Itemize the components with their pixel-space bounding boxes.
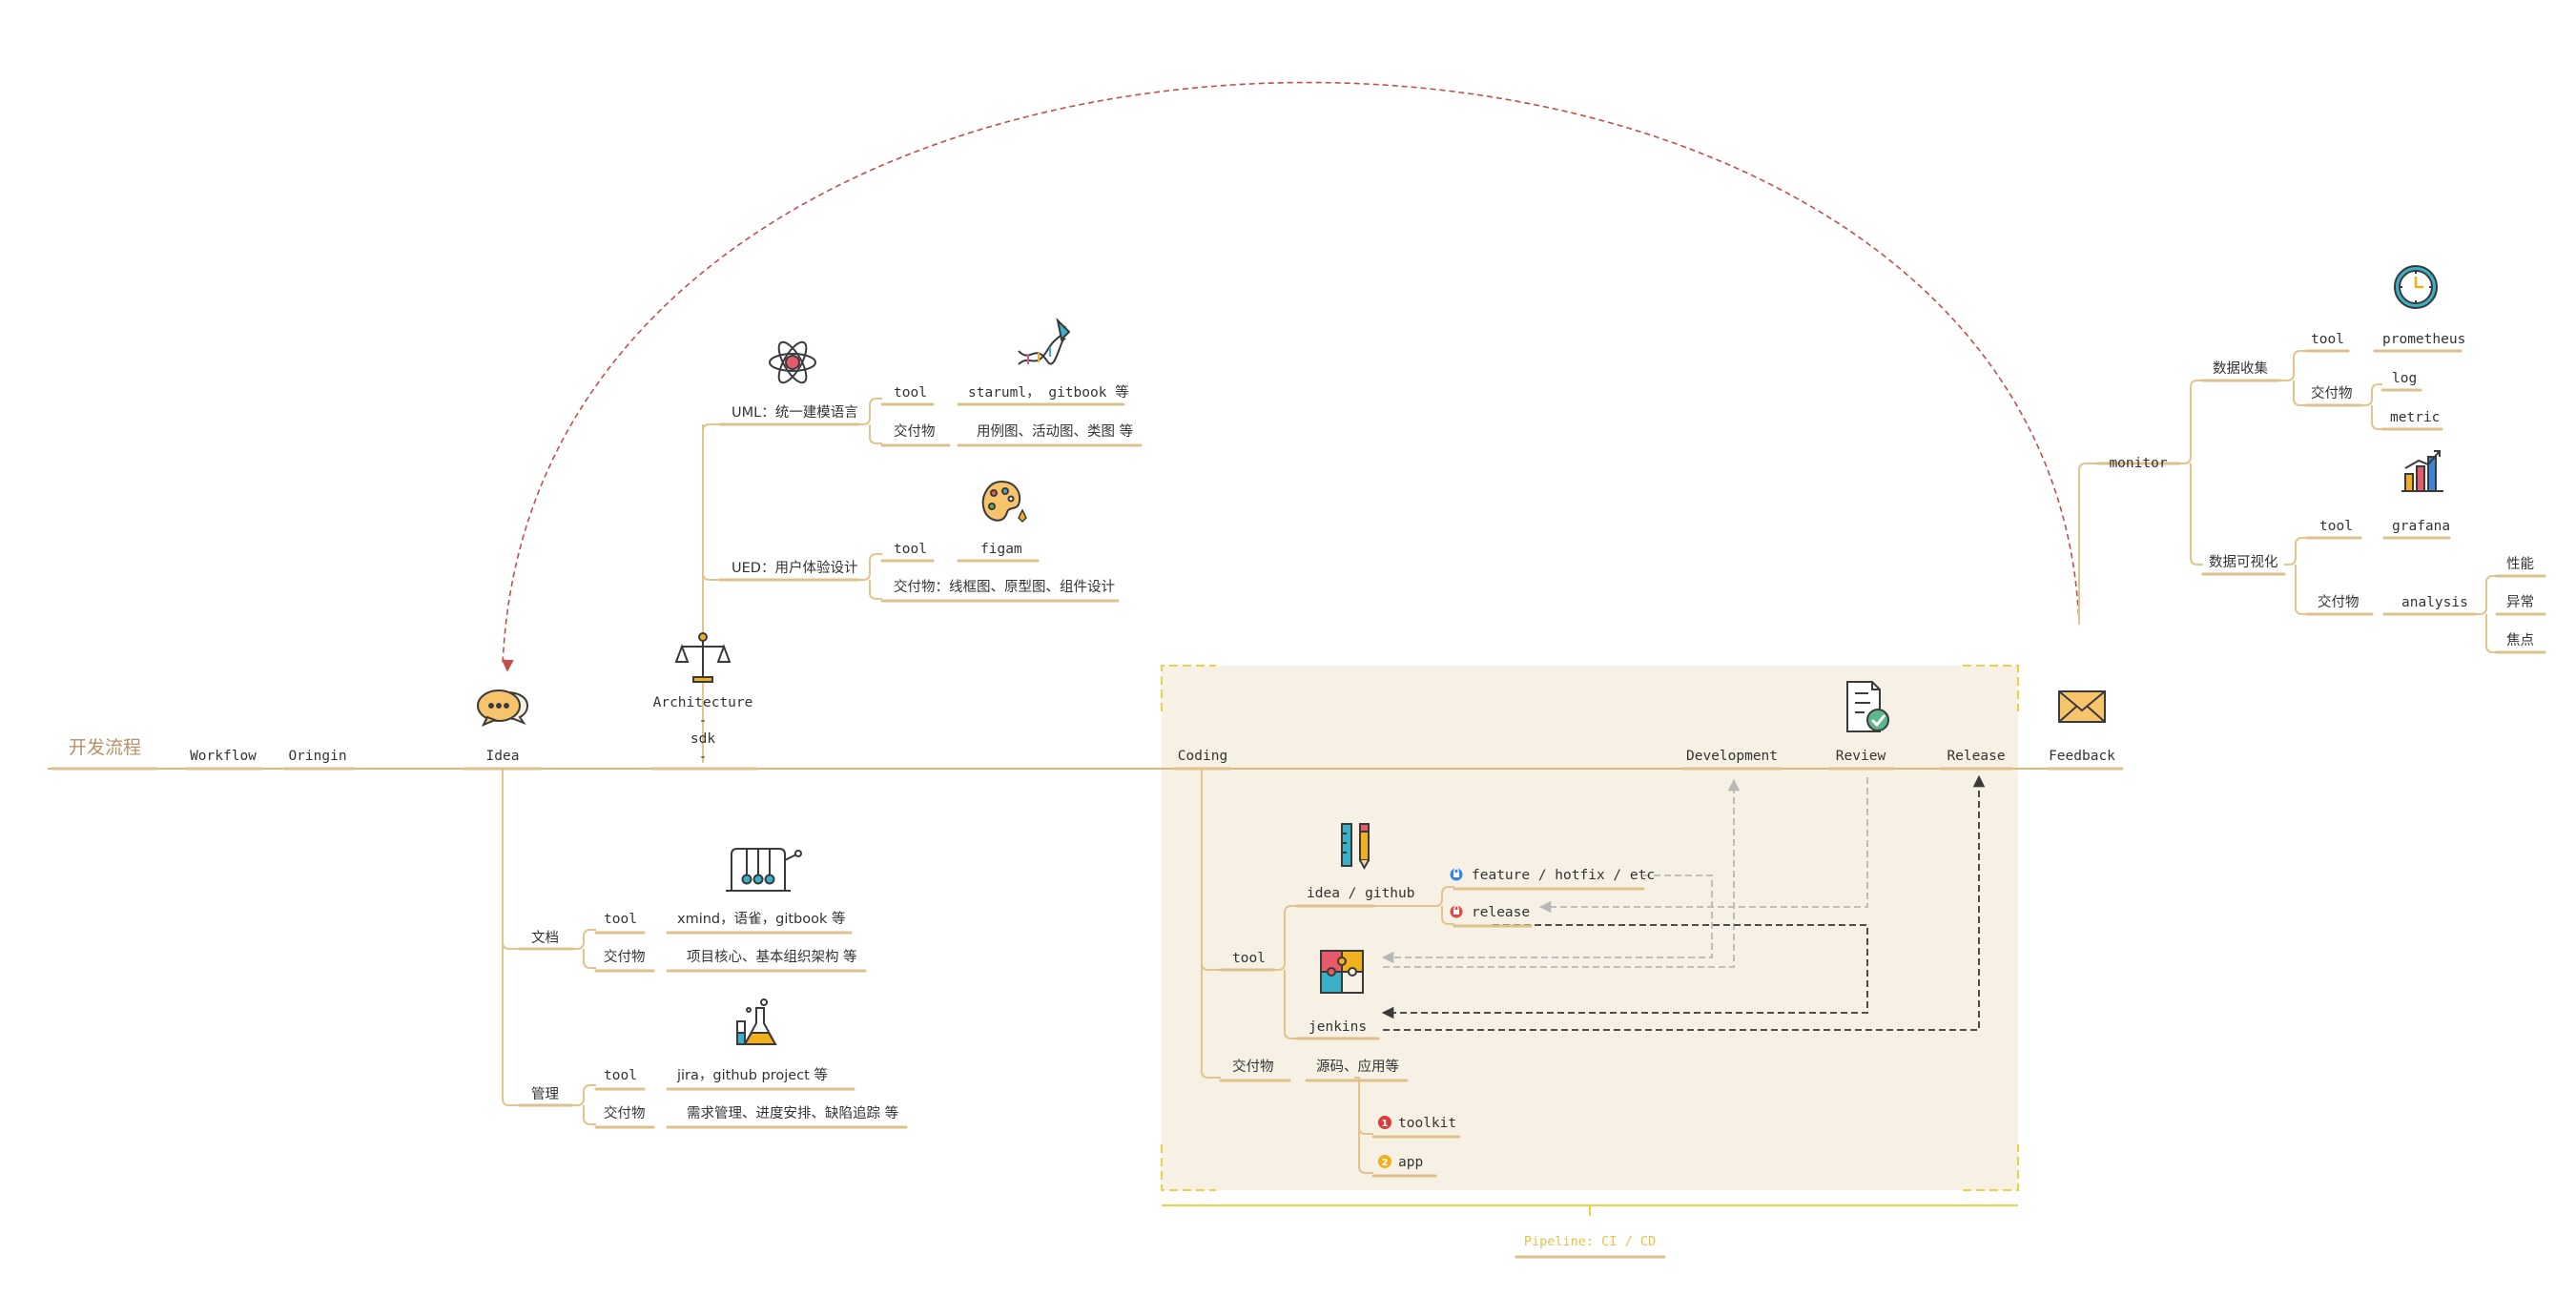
collect-tool-value: prometheus (2382, 332, 2465, 347)
scales-icon (674, 632, 732, 683)
data-collect-label: 数据收集 (2213, 360, 2268, 377)
puzzle-icon (1320, 950, 1364, 994)
uml-tool-value: staruml， gitbook 等 (968, 383, 1129, 401)
deliverable-item-1-badge: 1 (1378, 1116, 1391, 1129)
node-architecture-sdk: sdk (690, 731, 715, 747)
deliverable-item-2-label: app (1398, 1155, 1423, 1170)
analysis-node: analysis (2401, 595, 2468, 610)
ued-deliverable: 交付物：线框图、原型图、组件设计 (894, 578, 1115, 595)
monitor-node: monitor (2109, 456, 2167, 471)
collect-output-log: log (2392, 371, 2417, 386)
uml-deliverable-label: 交付物 (894, 422, 936, 440)
node-feedback: Feedback (2049, 749, 2115, 764)
pipeline-box (1162, 666, 2018, 1190)
uml-deliverable-value: 用例图、活动图、类图 等 (977, 422, 1133, 440)
deliverable-item-1-label: toolkit (1398, 1116, 1456, 1131)
ued-tool-label: tool (894, 542, 927, 557)
clock-icon (2394, 265, 2438, 309)
newtons-cradle-icon (726, 848, 802, 892)
analysis-focus: 焦点 (2506, 632, 2534, 648)
visual-tool-value: grafana (2392, 519, 2450, 534)
dna-icon (1018, 317, 1071, 365)
node-review: Review (1836, 749, 1886, 764)
node-development: Development (1686, 749, 1778, 764)
chat-bubbles-icon (477, 689, 529, 727)
release-branch-badge (1450, 905, 1463, 918)
coding-deliverable-value: 源码、应用等 (1316, 1058, 1399, 1075)
deliverable-item-1-number: 1 (1382, 1119, 1389, 1129)
ued-tool-value: figam (980, 542, 1022, 557)
palette-icon (981, 480, 1027, 524)
management-tool-value: jira，github project 等 (676, 1066, 828, 1083)
visual-deliverable-label: 交付物 (2318, 593, 2360, 610)
node-architecture: Architecture (653, 695, 753, 710)
ued-label: UED：用户体验设计 (732, 560, 857, 576)
uml-label: UML：统一建模语言 (732, 404, 858, 421)
deliverable-item-2-badge: 2 (1378, 1155, 1391, 1168)
docs-deliverable-label: 交付物 (604, 948, 646, 965)
node-release: Release (1947, 749, 2005, 764)
envelope-icon (2058, 690, 2106, 723)
uml-tool-label: tool (894, 385, 927, 401)
checklist-icon (1846, 681, 1889, 732)
pipeline-label: Pipeline: CI / CD (1524, 1234, 1656, 1249)
lab-flask-icon (736, 998, 777, 1045)
management-deliverable-value: 需求管理、进度安排、缺陷追踪 等 (687, 1104, 898, 1121)
ruler-pencil-icon (1341, 823, 1370, 871)
collect-deliverable-label: 交付物 (2311, 384, 2353, 401)
node-origin: Oringin (288, 749, 346, 764)
management-tool-label: tool (604, 1068, 637, 1083)
branch-release: release (1472, 905, 1530, 920)
node-coding: Coding (1178, 749, 1227, 764)
pipeline-bracket (1162, 1204, 2018, 1216)
collect-tool-label: tool (2311, 332, 2344, 347)
deliverable-item-2-number: 2 (1382, 1158, 1389, 1168)
label-underlines (51, 349, 2546, 1259)
node-architecture-dash-2: - (699, 750, 708, 765)
management-deliverable-label: 交付物 (604, 1104, 646, 1121)
node-workflow: Workflow (190, 749, 257, 764)
jenkins-node: jenkins (1309, 1019, 1367, 1035)
management-label: 管理 (531, 1086, 559, 1102)
pipeline-box-corners (1161, 665, 2019, 1191)
atom-icon (769, 340, 816, 384)
collect-output-metric: metric (2390, 410, 2440, 425)
branch-feature: feature / hotfix / etc (1472, 868, 1655, 883)
data-visual-label: 数据可视化 (2209, 554, 2278, 570)
pipeline-flow-arrows (1381, 774, 1986, 1031)
feedback-loop-arrow (501, 81, 2080, 672)
docs-label: 文档 (531, 930, 559, 946)
idea-github-node: idea / github (1307, 886, 1415, 901)
node-idea: Idea (486, 749, 520, 764)
node-architecture-dash-1: - (699, 713, 708, 729)
bar-chart-icon (2401, 450, 2443, 492)
visual-tool-label: tool (2319, 519, 2353, 534)
map-title: 开发流程 (69, 737, 141, 758)
analysis-exception: 异常 (2506, 594, 2534, 610)
coding-deliverable-label: 交付物 (1232, 1058, 1274, 1075)
docs-tool-label: tool (604, 912, 637, 927)
docs-deliverable-value: 项目核心、基本组织架构 等 (687, 948, 857, 965)
branch-connectors (502, 350, 2497, 1174)
docs-tool-value: xmind，语雀，gitbook 等 (677, 910, 846, 927)
coding-tool-label: tool (1232, 951, 1266, 966)
analysis-performance: 性能 (2506, 556, 2534, 572)
feature-branch-badge (1450, 868, 1463, 881)
